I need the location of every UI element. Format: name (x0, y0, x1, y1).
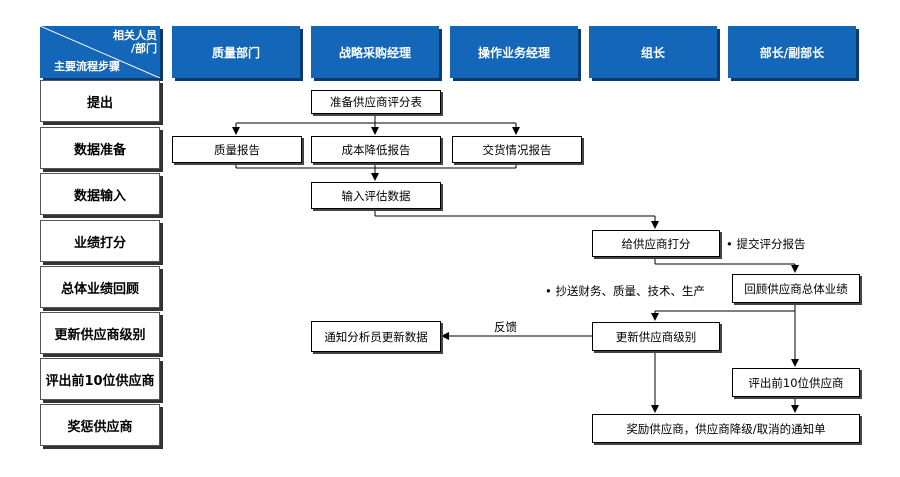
box-score-supplier: 给供应商打分 (592, 230, 720, 257)
column-header-quality: 质量部门 (172, 26, 300, 78)
corner-mid-label: /部门 (130, 42, 157, 55)
column-header-operations: 操作业务经理 (450, 26, 578, 78)
box-quality-report: 质量报告 (172, 136, 302, 163)
note-cc-departments: • 抄送财务、质量、技术、生产 (545, 284, 705, 298)
corner-labels: 相关人员 /部门 (113, 29, 157, 55)
note-submit-report: • 提交评分报告 (726, 237, 806, 251)
step-data-prep: 数据准备 (40, 127, 160, 169)
diagonal-divider (40, 26, 160, 78)
box-reward-penalty-notice: 奖励供应商，供应商降级/取消的通知单 (592, 414, 860, 443)
step-reward-penalty: 奖惩供应商 (40, 404, 160, 446)
step-overall-review: 总体业绩回顾 (40, 266, 160, 308)
column-header-strategic-purchasing: 战略采购经理 (311, 26, 439, 78)
corner-header: 相关人员 /部门 主要流程步骤 (40, 26, 160, 78)
step-data-input: 数据输入 (40, 173, 160, 215)
box-review-supplier-performance: 回顾供应商总体业绩 (732, 274, 860, 303)
step-update-level: 更新供应商级别 (40, 312, 160, 354)
step-propose: 提出 (40, 80, 160, 122)
corner-bottom-label: 主要流程步骤 (54, 60, 120, 73)
box-input-evaluation-data: 输入评估数据 (311, 182, 441, 209)
note-feedback: 反馈 (494, 320, 517, 334)
box-cost-reduction-report: 成本降低报告 (311, 136, 441, 163)
step-top10: 评出前10位供应商 (40, 358, 160, 400)
step-scoring: 业绩打分 (40, 220, 160, 262)
box-delivery-report: 交货情况报告 (452, 136, 582, 163)
corner-top-label: 相关人员 (113, 29, 157, 42)
column-header-director: 部长/副部长 (728, 26, 856, 78)
column-header-team-lead: 组长 (589, 26, 717, 78)
box-notify-analyst: 通知分析员更新数据 (311, 321, 441, 352)
box-top10-suppliers: 评出前10位供应商 (732, 368, 860, 397)
box-update-supplier-level: 更新供应商级别 (592, 322, 720, 351)
box-prepare-scorecard: 准备供应商评分表 (311, 90, 441, 114)
